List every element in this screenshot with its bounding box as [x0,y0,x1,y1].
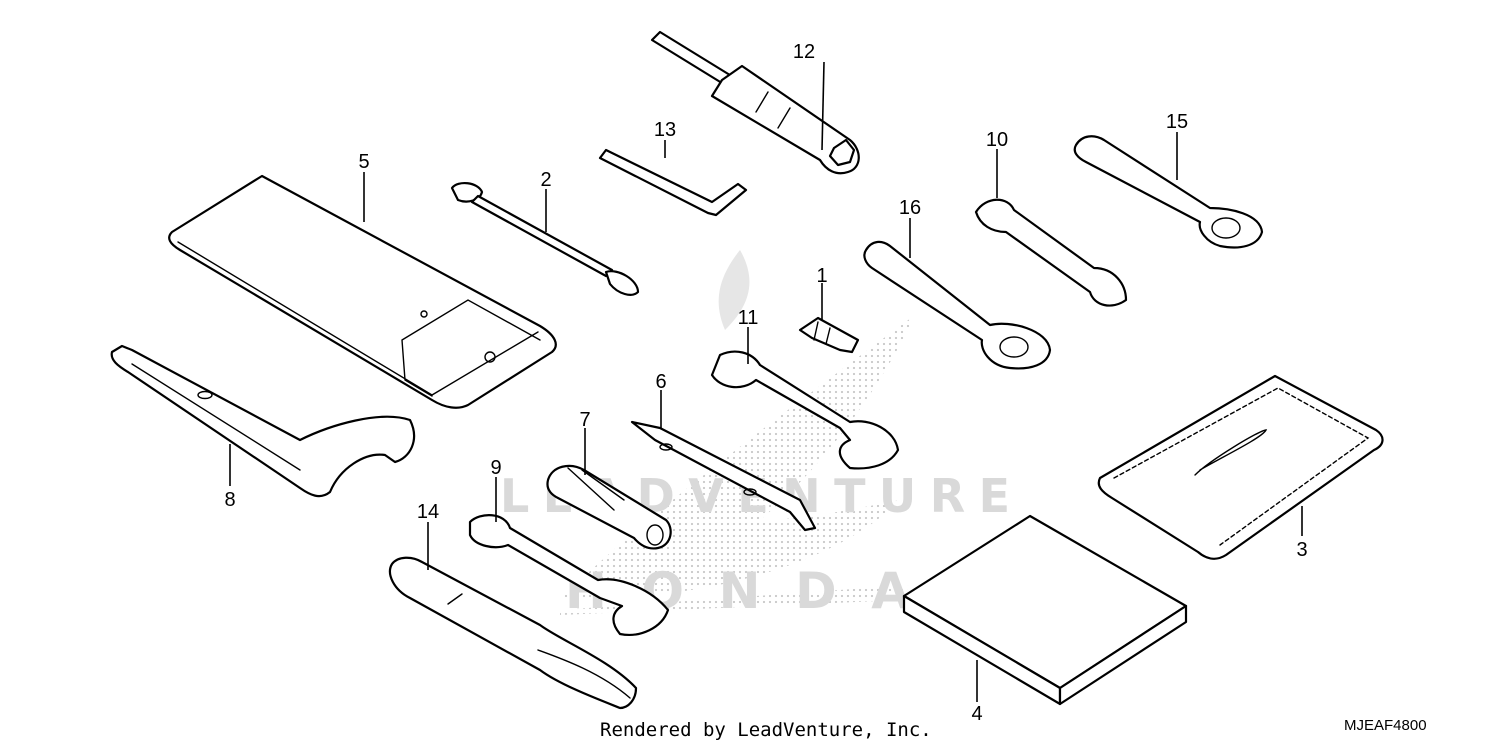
callout-8: 8 [224,489,235,511]
callout-12: 12 [793,41,815,63]
part-open-wrench-11[interactable] [710,350,900,470]
callout-13: 13 [654,119,676,141]
callout-7: 7 [579,409,590,431]
callout-6: 6 [655,371,666,393]
diagram-code: MJEAF4800 [1344,717,1427,734]
callout-11: 11 [738,307,759,329]
part-tool-bag[interactable] [168,174,557,409]
part-open-wrench-10[interactable] [974,198,1128,307]
callout-9: 9 [490,457,501,479]
part-open-wrench-9[interactable] [468,514,670,636]
callout-2: 2 [540,169,551,191]
part-socket-wrench[interactable] [650,30,860,175]
callout-1: 1 [816,265,827,287]
part-helmet-cable[interactable] [450,182,640,296]
part-lever-bar[interactable] [388,556,638,710]
footer-credit: Rendered by LeadVenture, Inc. [600,719,932,741]
part-owners-manual[interactable] [902,514,1188,706]
leader-lines [229,61,1303,702]
part-fuse-clip[interactable] [798,316,860,354]
part-screwdriver[interactable] [630,420,817,532]
callout-5: 5 [358,151,369,173]
callout-16: 16 [899,197,921,219]
callout-3: 3 [1296,539,1307,561]
part-pin-spanner[interactable] [110,344,416,498]
callout-14: 14 [417,501,439,523]
part-screwdriver-handle[interactable] [546,464,672,550]
callout-4: 4 [971,703,982,725]
callout-labels: 1 2 3 4 5 6 7 8 9 10 11 12 13 14 15 16 [224,41,1307,725]
callout-10: 10 [986,129,1008,151]
part-ring-spanner-16[interactable] [863,240,1052,370]
part-ring-spanner-15[interactable] [1073,135,1264,249]
part-hex-key[interactable] [598,148,748,217]
callout-15: 15 [1166,111,1188,133]
part-pouch[interactable] [1097,374,1384,560]
